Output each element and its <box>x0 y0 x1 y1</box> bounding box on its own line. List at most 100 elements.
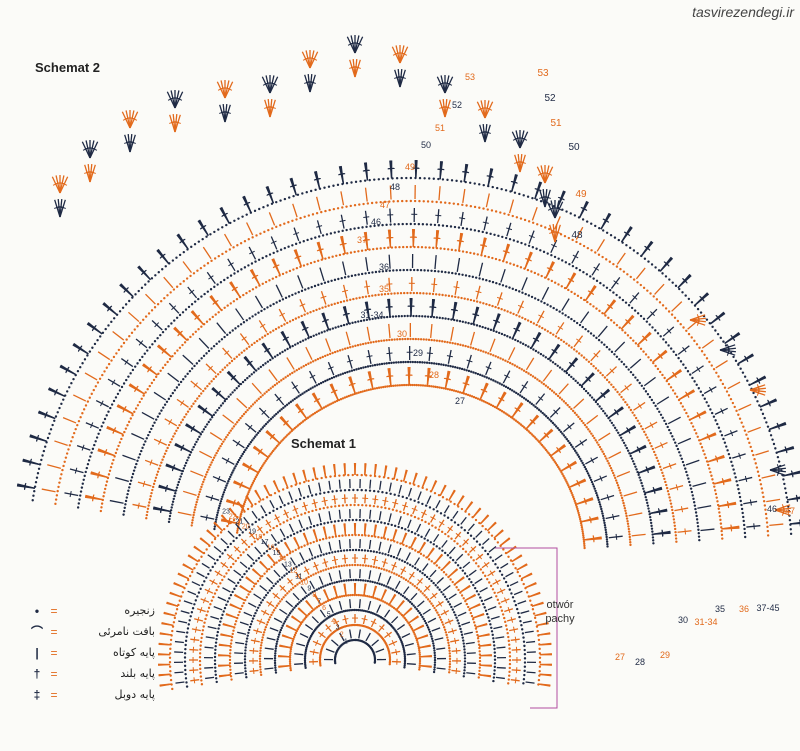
chain-stitch <box>102 495 105 498</box>
chain-stitch <box>395 573 398 576</box>
stitch-post <box>769 469 786 476</box>
chain-stitch <box>444 317 447 320</box>
chain-stitch <box>154 274 157 277</box>
stitch-post <box>416 600 425 608</box>
stitch-crossbar <box>707 434 711 441</box>
chain-stitch <box>540 300 543 303</box>
chain-stitch <box>252 371 256 374</box>
chain-stitch <box>616 484 620 487</box>
chain-stitch <box>282 622 285 625</box>
chain-stitch <box>669 432 673 435</box>
chain-stitch <box>617 486 621 490</box>
stitch-crossbar <box>262 609 267 616</box>
chain-stitch <box>483 254 487 258</box>
stitch-post <box>573 335 584 348</box>
chain-stitch <box>134 407 138 410</box>
chain-stitch <box>195 500 198 504</box>
stitch-post <box>205 363 217 375</box>
stitch-post <box>444 75 450 94</box>
stitch-post <box>575 498 594 505</box>
chain-stitch <box>156 303 160 306</box>
chain-stitch <box>235 355 239 358</box>
chain-stitch <box>418 176 422 180</box>
stitch-post <box>701 339 714 349</box>
chain-stitch <box>186 459 189 462</box>
stitch-post <box>365 162 369 181</box>
chain-stitch <box>495 281 498 285</box>
chain-stitch <box>613 236 617 239</box>
stitch-crossbar <box>264 347 271 352</box>
chain-stitch <box>147 312 151 315</box>
chain-stitch <box>34 481 38 484</box>
chain-stitch <box>369 388 373 391</box>
chain-stitch <box>413 383 416 387</box>
stitch-crossbar <box>341 557 348 560</box>
chain-stitch <box>197 297 200 301</box>
stitch-post <box>531 206 538 221</box>
stitch-post <box>396 624 406 631</box>
stitch-crossbar <box>556 207 563 211</box>
chain-stitch <box>436 611 439 614</box>
stitch-post <box>109 499 124 504</box>
chain-stitch <box>337 230 340 233</box>
chain-stitch <box>428 361 431 365</box>
stitch-post <box>487 168 494 187</box>
chain-stitch <box>392 200 395 203</box>
chain-stitch <box>307 214 311 217</box>
chain-stitch <box>745 433 748 436</box>
chain-stitch <box>448 657 452 661</box>
chain-stitch <box>380 316 383 319</box>
chain-stitch <box>182 467 186 470</box>
chain-stitch <box>378 582 381 586</box>
chain-stitch <box>650 527 654 530</box>
chain-stitch <box>393 338 396 341</box>
stitch-post <box>349 569 351 579</box>
chain-stitch <box>557 283 560 286</box>
chain-stitch <box>648 395 652 399</box>
chain-stitch <box>189 274 192 278</box>
chain-stitch <box>526 319 530 322</box>
chain-stitch <box>240 351 243 354</box>
chain-stitch <box>561 472 564 476</box>
chain-stitch <box>654 364 657 368</box>
chain-stitch <box>387 361 391 365</box>
chain-stitch <box>229 648 232 652</box>
chain-stitch <box>532 434 535 438</box>
round-label: 46 <box>371 217 381 227</box>
chain-stitch <box>229 302 232 305</box>
stitch-crossbar <box>556 447 562 454</box>
chain-stitch <box>581 528 584 531</box>
chain-stitch <box>598 503 602 506</box>
chain-stitch <box>424 621 428 625</box>
chain-stitch <box>259 232 262 235</box>
chain-stitch <box>451 341 454 345</box>
chain-stitch <box>464 274 468 277</box>
chain-stitch <box>472 299 476 302</box>
chain-stitch <box>432 642 435 645</box>
chain-stitch <box>635 468 638 471</box>
chain-stitch <box>740 421 743 424</box>
chain-stitch <box>466 393 470 397</box>
stitch-post <box>387 544 392 554</box>
chain-stitch <box>257 367 260 370</box>
chain-stitch <box>402 268 405 272</box>
stitch-crossbar <box>519 161 526 164</box>
chain-stitch <box>263 307 266 311</box>
chain-stitch <box>430 602 433 605</box>
chain-stitch <box>544 415 548 418</box>
stitch-crossbar <box>381 561 388 564</box>
chain-stitch <box>261 465 264 468</box>
chain-stitch <box>558 467 561 470</box>
chain-stitch <box>452 611 456 614</box>
chain-stitch <box>605 457 608 460</box>
chain-stitch <box>718 514 722 518</box>
chain-stitch <box>490 209 494 212</box>
chain-stitch <box>629 543 632 547</box>
chain-stitch <box>532 404 535 407</box>
chain-stitch <box>509 262 512 265</box>
stitch-post <box>774 509 791 516</box>
chain-stitch <box>468 394 472 397</box>
chain-stitch <box>292 567 296 570</box>
chain-stitch <box>696 307 700 311</box>
chain-stitch <box>532 322 536 325</box>
